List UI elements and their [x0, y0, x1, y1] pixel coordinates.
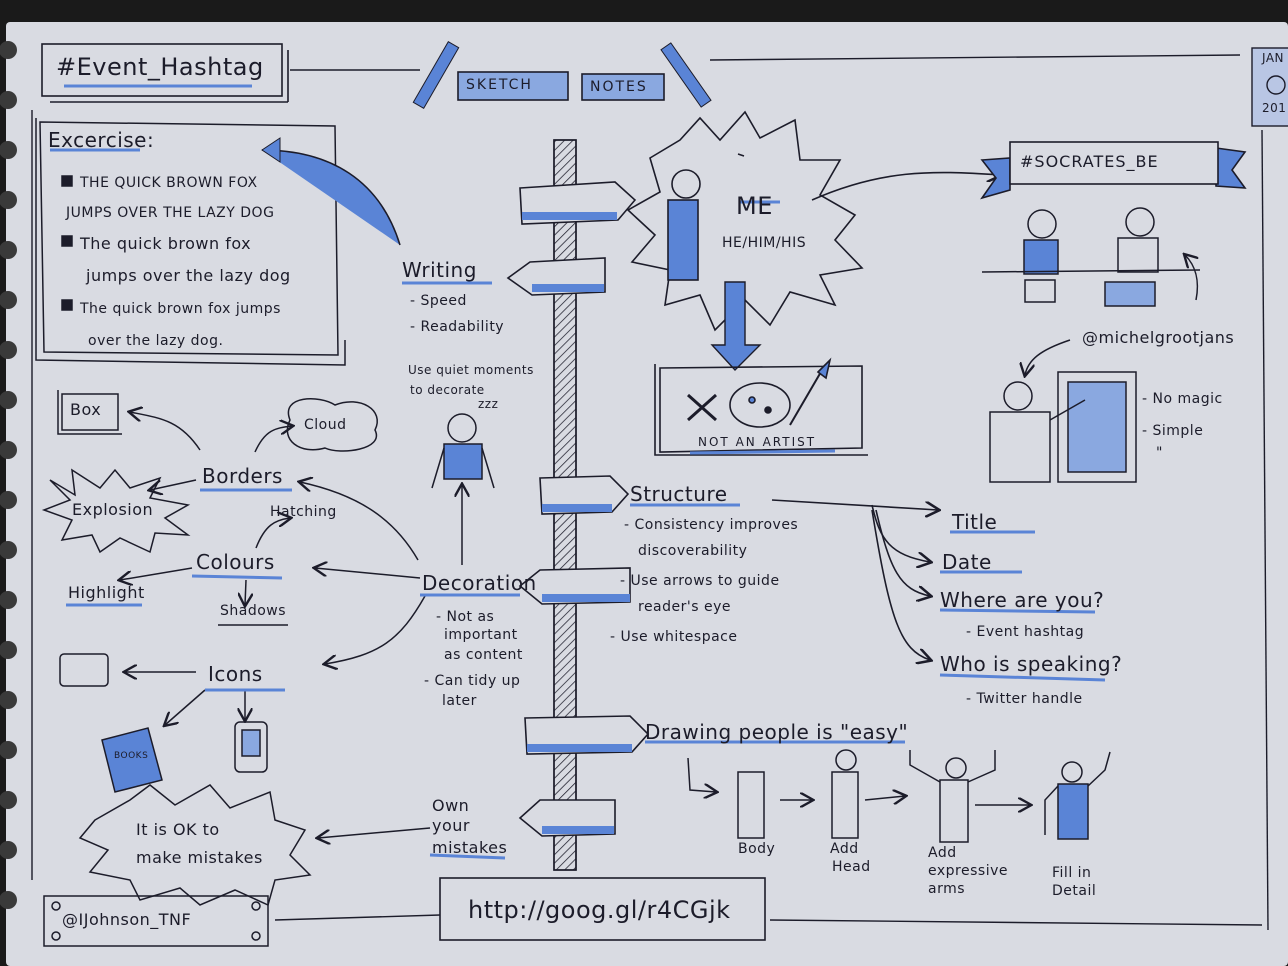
- sleeping-person: [431, 413, 495, 489]
- mistakes-bubble-1: It is OK to: [136, 820, 220, 839]
- no-magic-label: - No magic: [1142, 391, 1223, 407]
- ditto-label: ": [1156, 445, 1163, 461]
- own-2: your: [432, 816, 470, 835]
- step-add-2: Add: [928, 845, 957, 861]
- presenter-sketch: [989, 339, 1137, 483]
- calendar-month: JAN: [1262, 51, 1285, 65]
- michel-handle: @michelgrootjans: [1082, 328, 1235, 347]
- own-3: mistakes: [432, 838, 508, 857]
- icons-title: Icons: [208, 662, 263, 686]
- exercise-box: [35, 118, 346, 366]
- hatching-label: Hatching: [270, 504, 337, 520]
- decoration-item-3: as content: [444, 647, 523, 663]
- calendar-year: 201: [1262, 101, 1287, 115]
- drawing-title: Drawing people is "easy": [645, 720, 909, 744]
- exercise-line-4: jumps over the lazy dog: [86, 266, 291, 285]
- footer-url[interactable]: http://goog.gl/r4CGjk: [468, 896, 731, 924]
- people-at-desk: [981, 207, 1201, 307]
- not-artist-box: [654, 357, 868, 456]
- not-artist-label: NOT AN ARTIST: [698, 435, 817, 449]
- banner-notes: NOTES: [590, 79, 648, 95]
- url-box: [439, 877, 766, 941]
- footer-author: @IJohnson_TNF: [62, 910, 192, 929]
- highlight-label: Highlight: [68, 583, 145, 602]
- left-mindmap: [41, 390, 462, 907]
- target-who: Who is speaking?: [940, 652, 1123, 676]
- step-head: Head: [832, 859, 871, 875]
- writing-item-speed: - Speed: [410, 293, 467, 309]
- structure-branches: [771, 499, 938, 660]
- exercise-line-3: The quick brown fox: [80, 234, 252, 253]
- me-title: ME: [736, 192, 773, 220]
- socrates-banner: [980, 141, 1247, 200]
- drawing-steps: [687, 749, 1111, 843]
- zzz-label: zzz: [478, 397, 499, 411]
- who-sub: - Twitter handle: [966, 691, 1083, 707]
- curved-arrow-writing: [261, 149, 401, 246]
- author-box: [43, 895, 269, 947]
- simple-label: - Simple: [1142, 423, 1204, 439]
- quiet-note-1: Use quiet moments: [408, 363, 534, 377]
- page-frame: [31, 54, 1269, 931]
- decoration-item-1: - Not as: [436, 609, 495, 625]
- step-detail: Detail: [1052, 883, 1097, 899]
- decoration-item-5: later: [442, 693, 477, 709]
- cloud-label: Cloud: [304, 417, 347, 433]
- structure-item-4: reader's eye: [638, 599, 732, 615]
- exercise-line-2: JUMPS OVER THE LAZY DOG: [66, 205, 275, 221]
- book-label: BOOKS: [114, 751, 149, 761]
- box-label: Box: [70, 400, 102, 419]
- step-fill-in: Fill in: [1052, 865, 1092, 881]
- where-sub: - Event hashtag: [966, 624, 1085, 640]
- step-body: Body: [738, 841, 776, 857]
- banner-sketch: SKETCH: [466, 77, 533, 93]
- corner-calendar: [1251, 47, 1288, 127]
- step-expressive: expressive: [928, 863, 1008, 879]
- mistakes-bubble-2: make mistakes: [136, 848, 263, 867]
- writing-item-readability: - Readability: [410, 319, 505, 335]
- shadows-label: Shadows: [220, 603, 287, 619]
- structure-item-3: - Use arrows to guide: [620, 573, 780, 589]
- exercise-line-6: over the lazy dog.: [88, 333, 224, 349]
- exercise-title: Excercise:: [48, 128, 155, 152]
- me-pronouns: HE/HIM/HIS: [722, 235, 807, 251]
- decoration-title: Decoration: [422, 571, 537, 595]
- exercise-line-5: The quick brown fox jumps: [80, 301, 281, 317]
- colours-title: Colours: [196, 550, 275, 574]
- exercise-line-1: THE QUICK BROWN FOX: [80, 175, 258, 191]
- borders-title: Borders: [202, 464, 283, 488]
- quiet-note-2: to decorate: [410, 383, 485, 397]
- event-hashtag: #Event_Hashtag: [56, 53, 264, 81]
- target-title: Title: [952, 510, 998, 534]
- step-add-1: Add: [830, 841, 859, 857]
- decoration-item-2: important: [444, 627, 518, 643]
- structure-item-5: - Use whitespace: [610, 629, 738, 645]
- structure-item-1: - Consistency improves: [624, 517, 799, 533]
- decoration-item-4: - Can tidy up: [424, 673, 521, 689]
- socrates-hashtag: #SOCRATES_BE: [1020, 152, 1159, 171]
- structure-title: Structure: [630, 482, 728, 506]
- ring-binding: [0, 41, 17, 909]
- own-1: Own: [432, 796, 470, 815]
- target-where: Where are you?: [940, 588, 1105, 612]
- me-explosion: [626, 110, 864, 332]
- explosion-label: Explosion: [72, 500, 154, 519]
- step-arms: arms: [928, 881, 966, 897]
- target-date: Date: [942, 550, 992, 574]
- writing-title: Writing: [402, 258, 477, 282]
- sketchnotes-banner: [412, 41, 712, 109]
- structure-item-2: discoverability: [638, 543, 748, 559]
- event-hashtag-box: [41, 43, 289, 103]
